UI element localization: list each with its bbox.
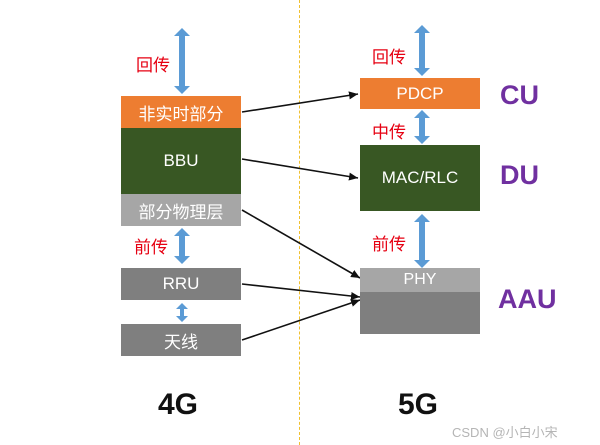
blue-double-arrows	[174, 25, 430, 322]
nonrealtime-to-pdcp	[241, 91, 359, 113]
rru-block: RRU	[121, 268, 241, 300]
bbu-block: BBU	[121, 128, 241, 194]
generation-5g-label: 5G	[398, 388, 439, 421]
right-backhaul-label: 回传	[372, 48, 406, 68]
partial-phy-block: 部分物理层	[121, 194, 241, 226]
aau-radio-block	[360, 292, 480, 334]
right-backhaul-arrow	[414, 25, 430, 76]
generation-4g-label: 4G	[158, 388, 199, 421]
rru-antenna-arrow	[176, 303, 188, 322]
left-fronthaul-arrow	[174, 228, 190, 264]
black-connectors	[241, 91, 361, 341]
right-midhaul-arrow	[414, 110, 430, 144]
partialphy-to-phy	[241, 209, 361, 279]
mac-rlc-block: MAC/RLC	[360, 145, 480, 211]
generation-divider	[299, 0, 300, 445]
mac-rlc-label: MAC/RLC	[381, 168, 459, 187]
pdcp-label: PDCP	[396, 83, 444, 103]
antenna-to-aau	[241, 299, 361, 341]
pdcp-block: PDCP	[360, 78, 480, 109]
bbu-label: BBU	[163, 151, 199, 170]
partial-phy-label: 部分物理层	[138, 202, 224, 222]
antenna-block: 天线	[121, 324, 241, 356]
watermark: CSDN @小白小宋	[452, 425, 558, 440]
rru-label: RRU	[162, 274, 200, 293]
midhaul-label: 中传	[372, 123, 406, 143]
right-fronthaul-label: 前传	[372, 235, 406, 255]
cu-label: CU	[500, 80, 539, 110]
phy-label: PHY	[403, 271, 437, 288]
phy-block: PHY	[360, 268, 480, 292]
non-realtime-label: 非实时部分	[138, 104, 224, 124]
antenna-label: 天线	[164, 332, 198, 352]
aau-label: AAU	[498, 284, 557, 314]
left-backhaul-arrow	[174, 28, 190, 94]
du-label: DU	[500, 160, 539, 190]
right-fronthaul-arrow	[414, 214, 430, 268]
non-realtime-block: 非实时部分	[121, 96, 241, 128]
bbu-to-macrlc	[241, 158, 359, 181]
rru-to-aau	[241, 283, 361, 300]
left-backhaul-label: 回传	[136, 56, 170, 76]
left-fronthaul-label: 前传	[134, 238, 168, 258]
